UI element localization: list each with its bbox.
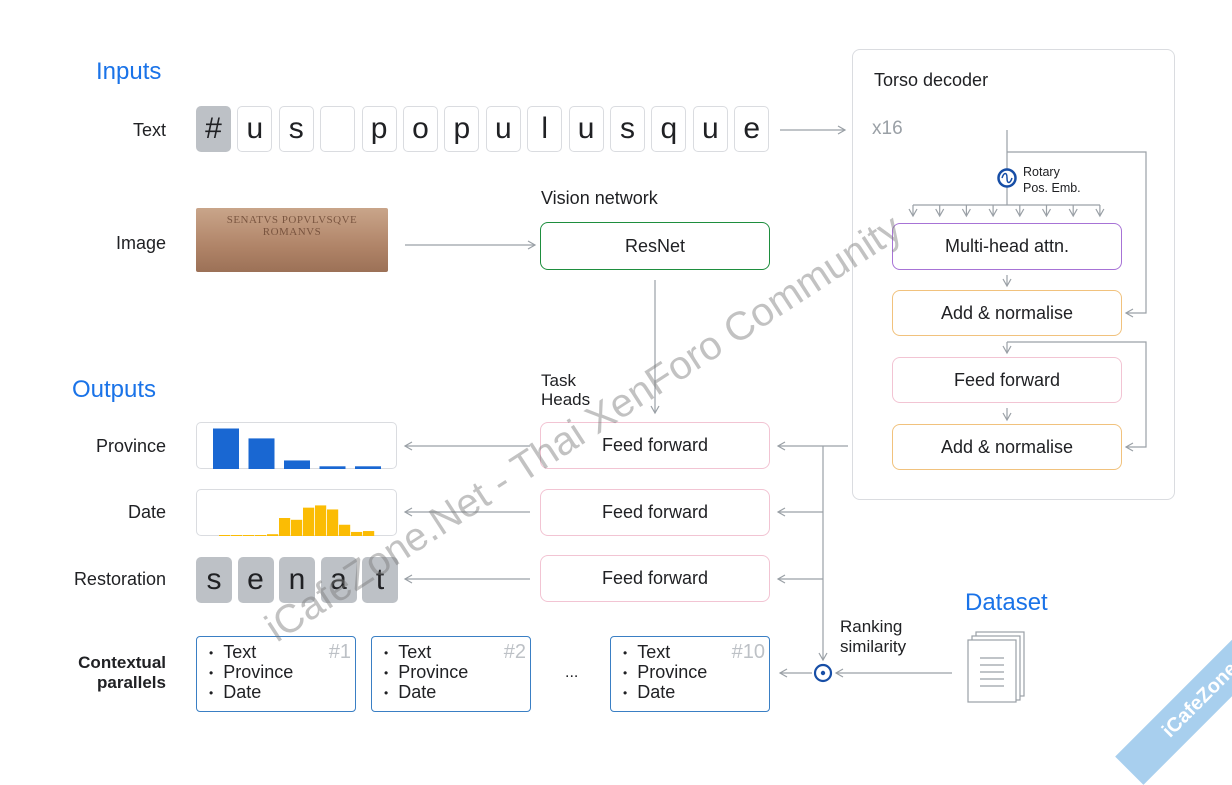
date-bar (303, 507, 315, 536)
date-bar (339, 524, 351, 536)
parallel-card: #2TextProvinceDate (371, 636, 531, 712)
text-token: u (237, 106, 273, 152)
ranking-similarity-label: Ranking similarity (840, 617, 907, 656)
province-bar (319, 466, 346, 469)
parallel-rank: #2 (503, 641, 526, 663)
add-normalise-box-1: Add & normalise (892, 290, 1122, 336)
restoration-token: t (362, 557, 398, 603)
date-bar (231, 535, 243, 536)
torso-decoder-title: Torso decoder (874, 70, 989, 90)
text-token: u (692, 106, 728, 152)
dataset-title: Dataset (965, 589, 1048, 616)
parallel-field: Text (384, 642, 530, 663)
parallel-rank: #1 (328, 641, 351, 663)
parallel-card: #10TextProvinceDate (610, 636, 770, 712)
province-label: Province (95, 436, 166, 456)
parallel-field: Date (623, 682, 769, 703)
ellipsis: ... (565, 664, 579, 681)
parallel-field: Province (384, 662, 530, 683)
restoration-token: e (237, 557, 274, 603)
province-bar (355, 466, 381, 469)
text-token: u (568, 106, 604, 152)
torso-decoder-panel (852, 49, 1175, 500)
text-token: # (196, 106, 231, 152)
date-bar (219, 535, 231, 536)
text-token: p (444, 106, 480, 152)
province-bar (213, 428, 239, 469)
date-label: Date (127, 502, 166, 522)
parallel-field: Date (209, 682, 355, 703)
text-label: Text (132, 120, 166, 140)
province-feed-forward: Feed forward (540, 422, 770, 469)
date-bar (243, 535, 255, 536)
text-token: o (403, 106, 438, 152)
date-bar (363, 531, 375, 536)
repeat-count: x16 (872, 118, 903, 139)
date-bar (279, 518, 291, 536)
date-chart (196, 489, 397, 536)
restoration-feed-forward: Feed forward (540, 555, 770, 602)
restoration-token: s (196, 557, 232, 603)
vision-network-title: Vision network (541, 188, 658, 208)
parallel-field: Province (209, 662, 355, 683)
restoration-token: n (279, 557, 315, 603)
text-token (320, 106, 356, 152)
parallel-rank: #10 (731, 641, 765, 663)
add-normalise-box-2: Add & normalise (892, 424, 1122, 470)
multi-head-attention-box: Multi-head attn. (892, 223, 1122, 270)
parallel-field: Text (209, 642, 355, 663)
text-token: e (734, 106, 770, 152)
province-bar (248, 438, 275, 469)
rotary-label: Rotary Pos. Emb. (1023, 165, 1081, 195)
parallel-field: Province (623, 662, 769, 683)
date-bar (291, 519, 303, 536)
parallel-field: Date (384, 682, 530, 703)
outputs-title: Outputs (72, 376, 157, 403)
date-bar (255, 535, 267, 536)
date-feed-forward: Feed forward (540, 489, 770, 536)
restoration-token: a (320, 557, 357, 603)
document-stack-icon (967, 631, 1025, 703)
torso-feed-forward-box: Feed forward (892, 357, 1122, 403)
image-label: Image (115, 233, 166, 253)
text-token: s (278, 106, 314, 152)
text-token: p (361, 106, 397, 152)
province-chart (196, 422, 397, 469)
parallel-field: Text (623, 642, 769, 663)
text-token: l (527, 106, 563, 152)
province-bar (284, 460, 310, 469)
text-token: s (610, 106, 645, 152)
restoration-label: Restoration (73, 569, 166, 589)
date-bar (351, 531, 363, 536)
date-bar (267, 534, 279, 536)
inputs-title: Inputs (96, 58, 162, 85)
parallel-card: #1TextProvinceDate (196, 636, 356, 712)
text-token: q (651, 106, 687, 152)
inscription-text: SENATVS POPVLVSQVE ROMANVS (226, 214, 358, 238)
resnet-box: ResNet (540, 222, 770, 270)
contextual-parallels-label: Contextual parallels (78, 653, 166, 692)
text-token: u (485, 106, 521, 152)
date-bar (327, 509, 339, 536)
date-bar (315, 505, 327, 536)
task-heads-label: Task Heads (541, 371, 591, 409)
inscription-image: SENATVS POPVLVSQVE ROMANVS (196, 208, 388, 272)
